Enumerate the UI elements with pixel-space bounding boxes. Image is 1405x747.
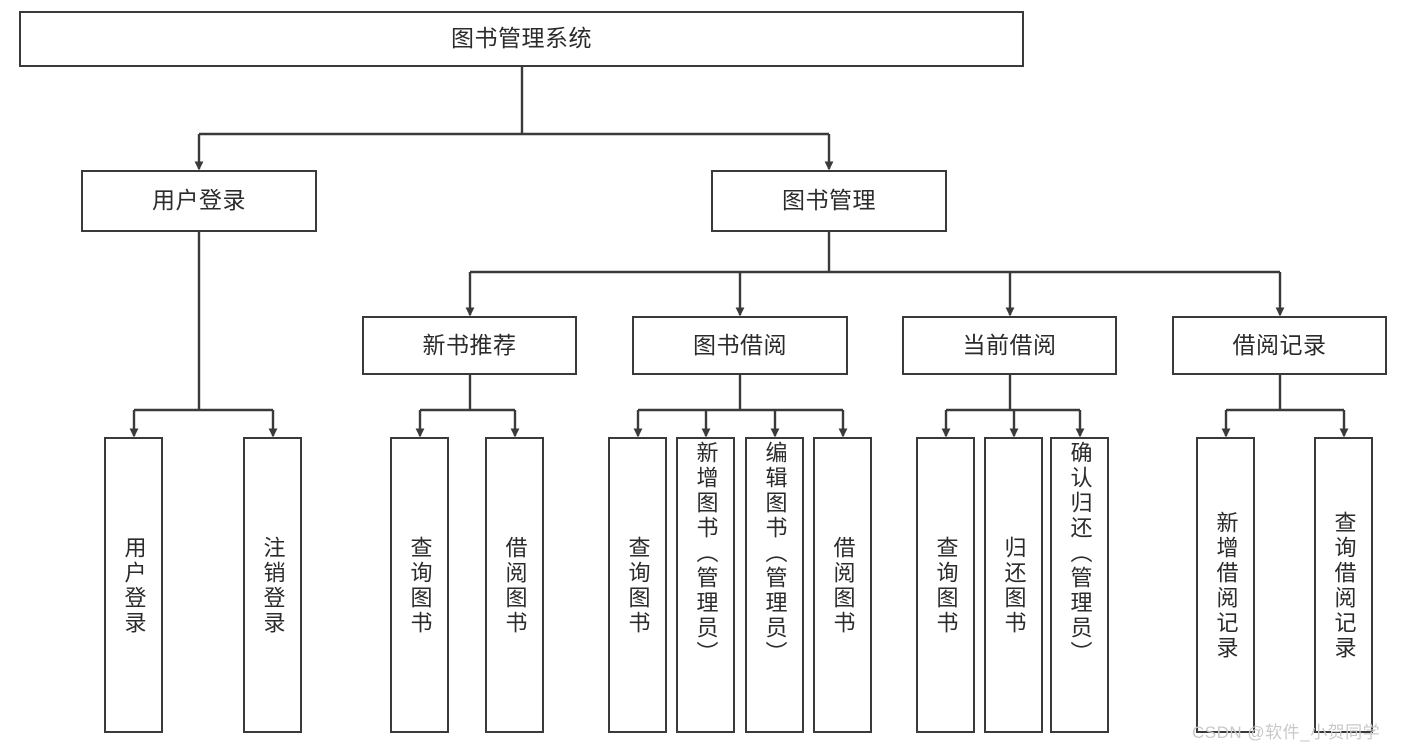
node-label: 编辑图书（管理员）: [762, 441, 788, 666]
node-label: 查询图书: [625, 536, 651, 636]
node-leaf-confirm-return[interactable]: 确认归还（管理员）: [1050, 437, 1109, 733]
node-leaf-query-book-current[interactable]: 查询图书: [916, 437, 975, 733]
node-label: 用户登录: [121, 536, 147, 636]
node-current-borrow[interactable]: 当前借阅: [902, 316, 1117, 375]
node-user-login[interactable]: 用户登录: [81, 170, 317, 232]
node-label: 图书管理: [782, 187, 876, 214]
csdn-watermark: CSDN @软件_小贺同学: [1192, 723, 1381, 742]
node-leaf-user-login[interactable]: 用户登录: [104, 437, 163, 733]
node-leaf-query-book-recommend[interactable]: 查询图书: [390, 437, 449, 733]
node-book-borrow[interactable]: 图书借阅: [632, 316, 848, 375]
node-label: 新增借阅记录: [1213, 511, 1239, 661]
node-leaf-user-logout[interactable]: 注销登录: [243, 437, 302, 733]
node-leaf-query-book-borrow[interactable]: 查询图书: [608, 437, 667, 733]
edge-group: [129, 67, 1349, 438]
node-leaf-add-book[interactable]: 新增图书（管理员）: [676, 437, 735, 733]
node-label: 归还图书: [1001, 536, 1027, 636]
node-label: 借阅记录: [1232, 331, 1327, 358]
node-label: 注销登录: [260, 536, 286, 636]
node-root[interactable]: 图书管理系统: [19, 11, 1024, 67]
node-leaf-borrow-book[interactable]: 借阅图书: [813, 437, 872, 733]
node-borrow-record[interactable]: 借阅记录: [1172, 316, 1387, 375]
node-label: 新增图书（管理员）: [693, 441, 719, 666]
node-label: 新书推荐: [422, 331, 517, 358]
node-label: 确认归还（管理员）: [1067, 441, 1093, 666]
node-label: 用户登录: [152, 187, 246, 214]
node-label: 借阅图书: [502, 536, 528, 636]
node-label: 查询图书: [933, 536, 959, 636]
node-book-management[interactable]: 图书管理: [711, 170, 947, 232]
node-label: 图书管理系统: [451, 25, 592, 52]
node-new-book-recommend[interactable]: 新书推荐: [362, 316, 577, 375]
node-leaf-query-borrow-record[interactable]: 查询借阅记录: [1314, 437, 1373, 733]
node-leaf-add-borrow-record[interactable]: 新增借阅记录: [1196, 437, 1255, 733]
node-label: 查询借阅记录: [1331, 511, 1357, 661]
node-leaf-borrow-book-recommend[interactable]: 借阅图书: [485, 437, 544, 733]
node-leaf-edit-book[interactable]: 编辑图书（管理员）: [745, 437, 804, 733]
node-label: 图书借阅: [693, 331, 787, 358]
node-label: 当前借阅: [962, 331, 1057, 358]
node-label: 查询图书: [407, 536, 433, 636]
node-leaf-return-book[interactable]: 归还图书: [984, 437, 1043, 733]
node-label: 借阅图书: [830, 536, 856, 636]
